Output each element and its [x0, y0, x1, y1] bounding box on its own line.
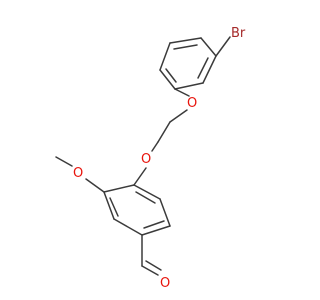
bromine-atom: Br	[231, 26, 246, 41]
bond	[159, 69, 176, 90]
bond	[103, 184, 135, 193]
c-o-bond	[85, 178, 105, 193]
bond	[159, 198, 171, 227]
ch2-o-bond	[151, 141, 159, 152]
bond	[169, 37, 202, 44]
ch2-ch2-bond	[157, 121, 171, 143]
o-ch3-bond	[55, 156, 73, 167]
bond	[141, 225, 171, 236]
o-c-bond	[133, 167, 147, 186]
double-bond-inner	[165, 68, 177, 83]
aldehyde-oxygen: O	[160, 276, 170, 291]
benzaldehyde-ring	[103, 184, 171, 236]
o-ch2-bond	[169, 109, 188, 123]
bond	[202, 55, 217, 84]
bond	[174, 82, 204, 90]
methoxy-oxygen: O	[73, 166, 83, 181]
bromophenyl-ring	[159, 37, 217, 90]
molecule-canvas: Br O O O O	[0, 0, 300, 300]
c-o-double-bond	[141, 265, 159, 276]
double-bond-inner	[197, 57, 209, 79]
double-bond-inner	[173, 44, 198, 50]
double-bond-inner	[109, 197, 119, 217]
bond	[103, 191, 115, 220]
background	[0, 0, 300, 300]
c-o-bond	[174, 88, 190, 97]
bond	[133, 184, 161, 200]
molecule-structure: Br O O O O	[0, 0, 300, 300]
double-bond-inner	[143, 220, 165, 229]
c-br-bond	[215, 36, 231, 57]
bond	[113, 218, 143, 236]
bond	[200, 37, 217, 57]
double-bond-inner	[135, 191, 156, 204]
phenoxy-oxygen: O	[187, 96, 197, 111]
c-o-double-bond-second	[145, 260, 162, 271]
bond	[159, 42, 171, 71]
aryloxy-oxygen: O	[141, 152, 151, 167]
